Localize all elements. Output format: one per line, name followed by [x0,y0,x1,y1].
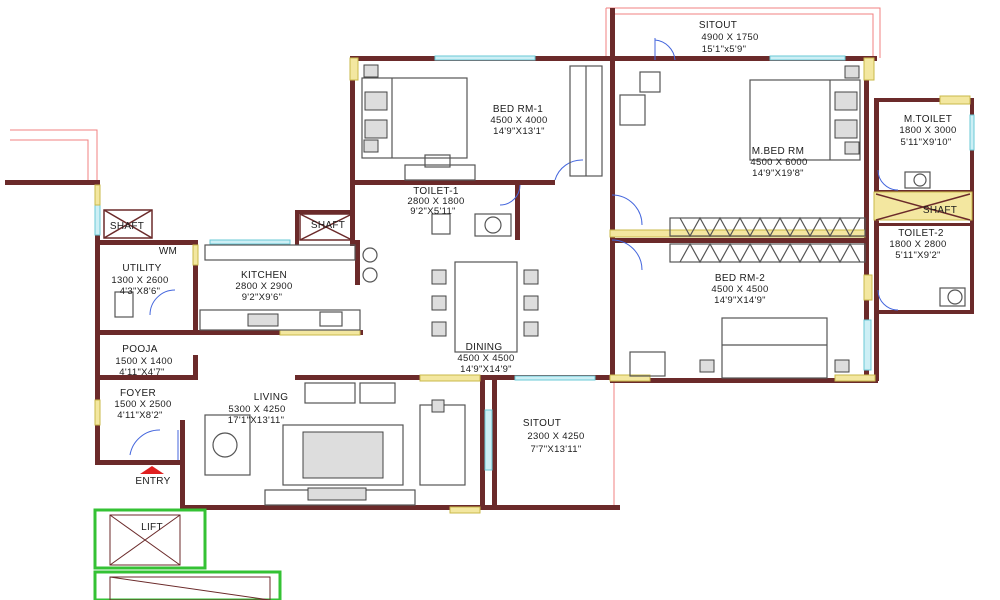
svg-text:TOILET-2: TOILET-2 [898,228,944,239]
svg-text:1300 X 2600: 1300 X 2600 [111,275,168,286]
svg-text:4500 X 6000: 4500 X 6000 [750,157,807,168]
room-label-dining: DINING 4500 X 4500 14'9"X14'9" [457,342,514,375]
room-label-shaft-mid: SHAFT [311,220,345,231]
svg-text:2800 X 1800: 2800 X 1800 [407,196,464,207]
svg-text:7'7"X13'11": 7'7"X13'11" [530,444,581,455]
svg-text:4'11"X4'7": 4'11"X4'7" [119,367,164,378]
svg-text:KITCHEN: KITCHEN [241,270,287,281]
svg-text:17'1"X13'11": 17'1"X13'11" [228,415,285,426]
room-label-sitout-bottom: SITOUT 2300 X 4250 7'7"X13'11" [523,418,584,455]
room-label-bedrm1: BED RM-1 4500 X 4000 14'9"X13'1" [490,104,547,137]
svg-text:TOILET-1: TOILET-1 [413,186,459,197]
room-label-wm: WM [159,246,177,257]
svg-text:1500 X 2500: 1500 X 2500 [114,399,171,410]
room-label-toilet2: TOILET-2 1800 X 2800 5'11"X9'2" [889,228,946,261]
room-label-mbedrm: M.BED RM 4500 X 6000 14'9"X19'8" [750,146,807,179]
entry-label: ENTRY [135,476,170,487]
svg-text:4500 X 4000: 4500 X 4000 [490,115,547,126]
svg-text:BED RM-1: BED RM-1 [493,104,543,115]
room-label-shaft-right: SHAFT [923,205,957,216]
svg-text:14'9"X13'1": 14'9"X13'1" [493,126,545,137]
lift-block [93,508,282,600]
room-label-living: LIVING 5300 X 4250 17'1"X13'11" [228,392,289,426]
svg-text:POOJA: POOJA [122,344,157,355]
svg-text:1800 X 3000: 1800 X 3000 [899,125,956,136]
columns [94,57,973,514]
svg-text:4'3"X8'6": 4'3"X8'6" [120,286,161,297]
svg-text:FOYER: FOYER [120,388,156,399]
svg-text:SITOUT: SITOUT [523,418,561,429]
room-label-bedrm2: BED RM-2 4500 X 4500 14'9"X14'9" [711,273,768,306]
room-label-toilet1: TOILET-1 2800 X 1800 9'2"X5'11" [407,186,464,217]
svg-text:LIVING: LIVING [254,392,289,403]
room-label-lift: LIFT [141,522,163,533]
room-label-pooja: POOJA 1500 X 1400 4'11"X4'7" [115,344,172,378]
room-label-kitchen: KITCHEN 2800 X 2900 9'2"X9'6" [235,270,292,303]
svg-text:1500 X 1400: 1500 X 1400 [115,356,172,367]
svg-text:5300 X 4250: 5300 X 4250 [228,404,285,415]
entry-arrow-icon [140,466,164,474]
svg-text:2800 X 2900: 2800 X 2900 [235,281,292,292]
furniture [114,64,966,506]
svg-text:SITOUT: SITOUT [699,20,737,31]
svg-text:4500 X 4500: 4500 X 4500 [457,353,514,364]
room-label-utility: UTILITY 1300 X 2600 4'3"X8'6" [111,263,168,297]
svg-text:2300 X 4250: 2300 X 4250 [527,431,584,442]
room-label-sitout-top: SITOUT 4900 X 1750 15'1"x5'9" [699,20,758,55]
svg-text:M.TOILET: M.TOILET [904,114,952,125]
svg-text:15'1"x5'9": 15'1"x5'9" [702,44,747,55]
svg-text:9'2"X5'11": 9'2"X5'11" [410,206,455,217]
svg-text:14'9"X14'9": 14'9"X14'9" [460,364,512,375]
room-label-mtoilet: M.TOILET 1800 X 3000 5'11"X9'10" [899,114,956,148]
svg-text:14'9"X19'8": 14'9"X19'8" [752,168,804,179]
shafts [103,193,971,241]
doors [129,38,899,460]
svg-text:4500 X 4500: 4500 X 4500 [711,284,768,295]
svg-text:BED RM-2: BED RM-2 [715,273,765,284]
room-label-foyer: FOYER 1500 X 2500 4'11"X8'2" [114,388,171,421]
room-label-shaft-left: SHAFT [110,221,144,232]
windows [94,55,975,471]
svg-text:14'9"X14'9": 14'9"X14'9" [714,295,766,306]
svg-text:4900 X 1750: 4900 X 1750 [701,32,758,43]
svg-text:M.BED RM: M.BED RM [752,146,804,157]
svg-text:1800 X 2800: 1800 X 2800 [889,239,946,250]
svg-text:9'2"X9'6": 9'2"X9'6" [242,292,283,303]
svg-text:4'11"X8'2": 4'11"X8'2" [117,410,162,421]
svg-text:5'11"X9'10": 5'11"X9'10" [900,137,951,148]
svg-text:5'11"X9'2": 5'11"X9'2" [895,250,940,261]
svg-text:DINING: DINING [466,342,503,353]
svg-text:UTILITY: UTILITY [122,263,161,274]
